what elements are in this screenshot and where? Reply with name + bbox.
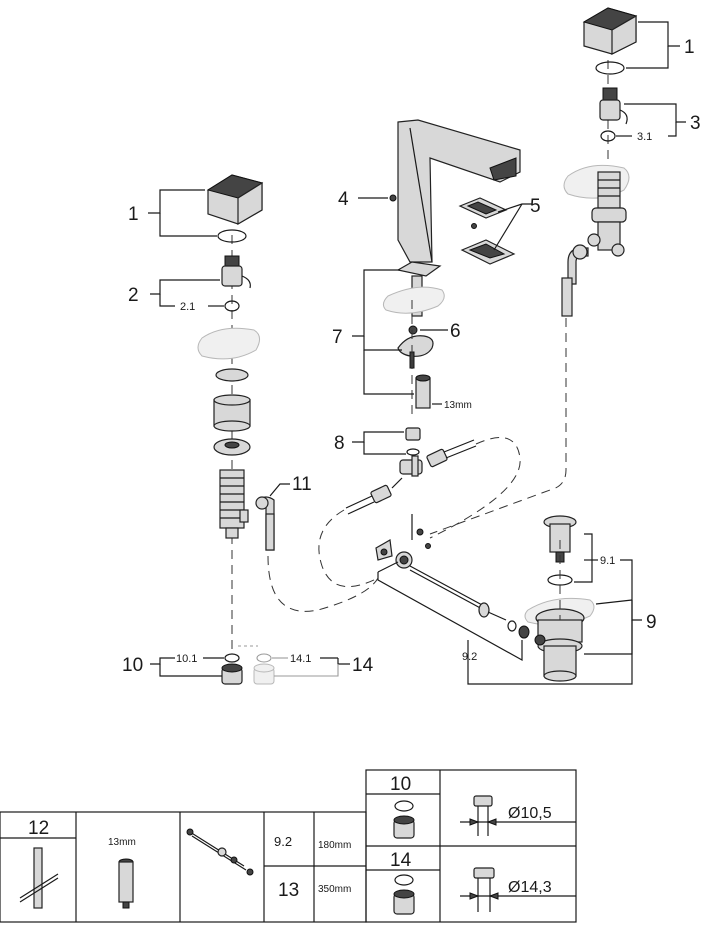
callout-4: 4: [338, 189, 349, 210]
left-callout-leaders: [148, 189, 350, 677]
table-12-size: 13mm: [108, 837, 136, 848]
left-threaded-body: [219, 469, 249, 539]
seal-10-1: [224, 653, 240, 663]
callout-2: 2: [128, 285, 139, 306]
nut-14: [253, 663, 275, 685]
callout-1-right: 1: [684, 37, 695, 58]
callout-6: 6: [450, 321, 461, 342]
pop-up-waste-assembly: [524, 515, 595, 682]
pop-up-rod-box: [377, 572, 523, 662]
callout-labels: 1 2 2.1 1 3 3.1 4 5 6 7 13mm 8 9 9.1 9.2…: [122, 37, 701, 676]
left-handle-cube: [206, 174, 264, 226]
accessory-table: 12 13mm 9.2 180mm 13 350mm 10: [0, 769, 577, 923]
control-plates: [458, 197, 516, 265]
callout-14: 14: [352, 655, 374, 676]
center-deck-ghost: [382, 286, 445, 314]
callout-3: 3: [690, 113, 701, 134]
spacer-sleeve-13mm: [415, 374, 431, 409]
left-washer: [215, 368, 249, 382]
dashed-hose-paths: [267, 437, 521, 612]
callout-7-size: 13mm: [444, 400, 472, 411]
callout-11: 11: [292, 474, 312, 495]
callout-1-left: 1: [128, 204, 139, 225]
table-13-length: 350mm: [318, 884, 351, 895]
callout-10: 10: [122, 655, 143, 676]
spout-body: [389, 119, 521, 263]
callout-8: 8: [334, 433, 345, 454]
right-elbow-hose: [561, 244, 589, 317]
left-elbow-hose: [255, 496, 275, 551]
left-small-seal: [224, 300, 240, 312]
t-connector: [399, 427, 423, 477]
callout-9-1: 9.1: [600, 555, 615, 567]
table-12-label: 12: [28, 818, 49, 839]
table-10-diameter: Ø10,5: [508, 805, 552, 822]
left-sleeve: [213, 394, 251, 432]
wrench-tool-icon: [19, 847, 59, 909]
table-10-label: 10: [390, 774, 411, 795]
drain-callout-leaders: [574, 533, 642, 655]
table-9-2-label: 9.2: [274, 834, 292, 849]
callout-5: 5: [530, 196, 541, 217]
right-small-seal: [600, 130, 616, 142]
callout-7: 7: [332, 327, 343, 348]
callout-9: 9: [646, 612, 657, 633]
left-deck-ghost: [197, 327, 260, 360]
callout-3-1: 3.1: [637, 131, 652, 143]
right-callout-leaders: [616, 21, 686, 137]
right-handle-cube: [582, 7, 638, 55]
callout-9-2: 9.2: [462, 651, 477, 663]
nut-14-icon: [393, 874, 415, 915]
nut-10: [221, 663, 243, 685]
callout-14-1: 14.1: [290, 653, 311, 665]
callout-2-1: 2.1: [180, 301, 195, 313]
pop-up-rod-icon: [186, 828, 254, 876]
table-9-2-length: 180mm: [318, 840, 351, 851]
diameter-14-icon: [460, 867, 576, 912]
right-cartridge: [599, 87, 628, 125]
nut-10-icon: [393, 800, 415, 839]
small-nut-6: [408, 325, 418, 335]
left-o-ring: [217, 229, 247, 243]
left-cartridge: [221, 255, 251, 289]
fixing-bracket: [397, 335, 434, 357]
pop-up-linkage: [375, 528, 530, 639]
right-valve-assembly: [429, 7, 638, 535]
table-14-diameter: Ø14,3: [508, 879, 552, 896]
table-13-label: 13: [278, 880, 299, 901]
seal-14-1: [256, 653, 272, 663]
table-14-label: 14: [390, 850, 412, 871]
center-spout-assembly: [345, 119, 530, 662]
diameter-10-icon: [460, 795, 576, 836]
flex-hoses: [345, 439, 477, 515]
left-valve-assembly: [197, 174, 275, 685]
center-callout-leaders: [352, 197, 633, 685]
right-o-ring: [595, 61, 625, 75]
sleeve-13mm-icon: [118, 858, 134, 909]
right-threaded-body: [587, 171, 627, 257]
callout-10-1: 10.1: [176, 653, 197, 665]
